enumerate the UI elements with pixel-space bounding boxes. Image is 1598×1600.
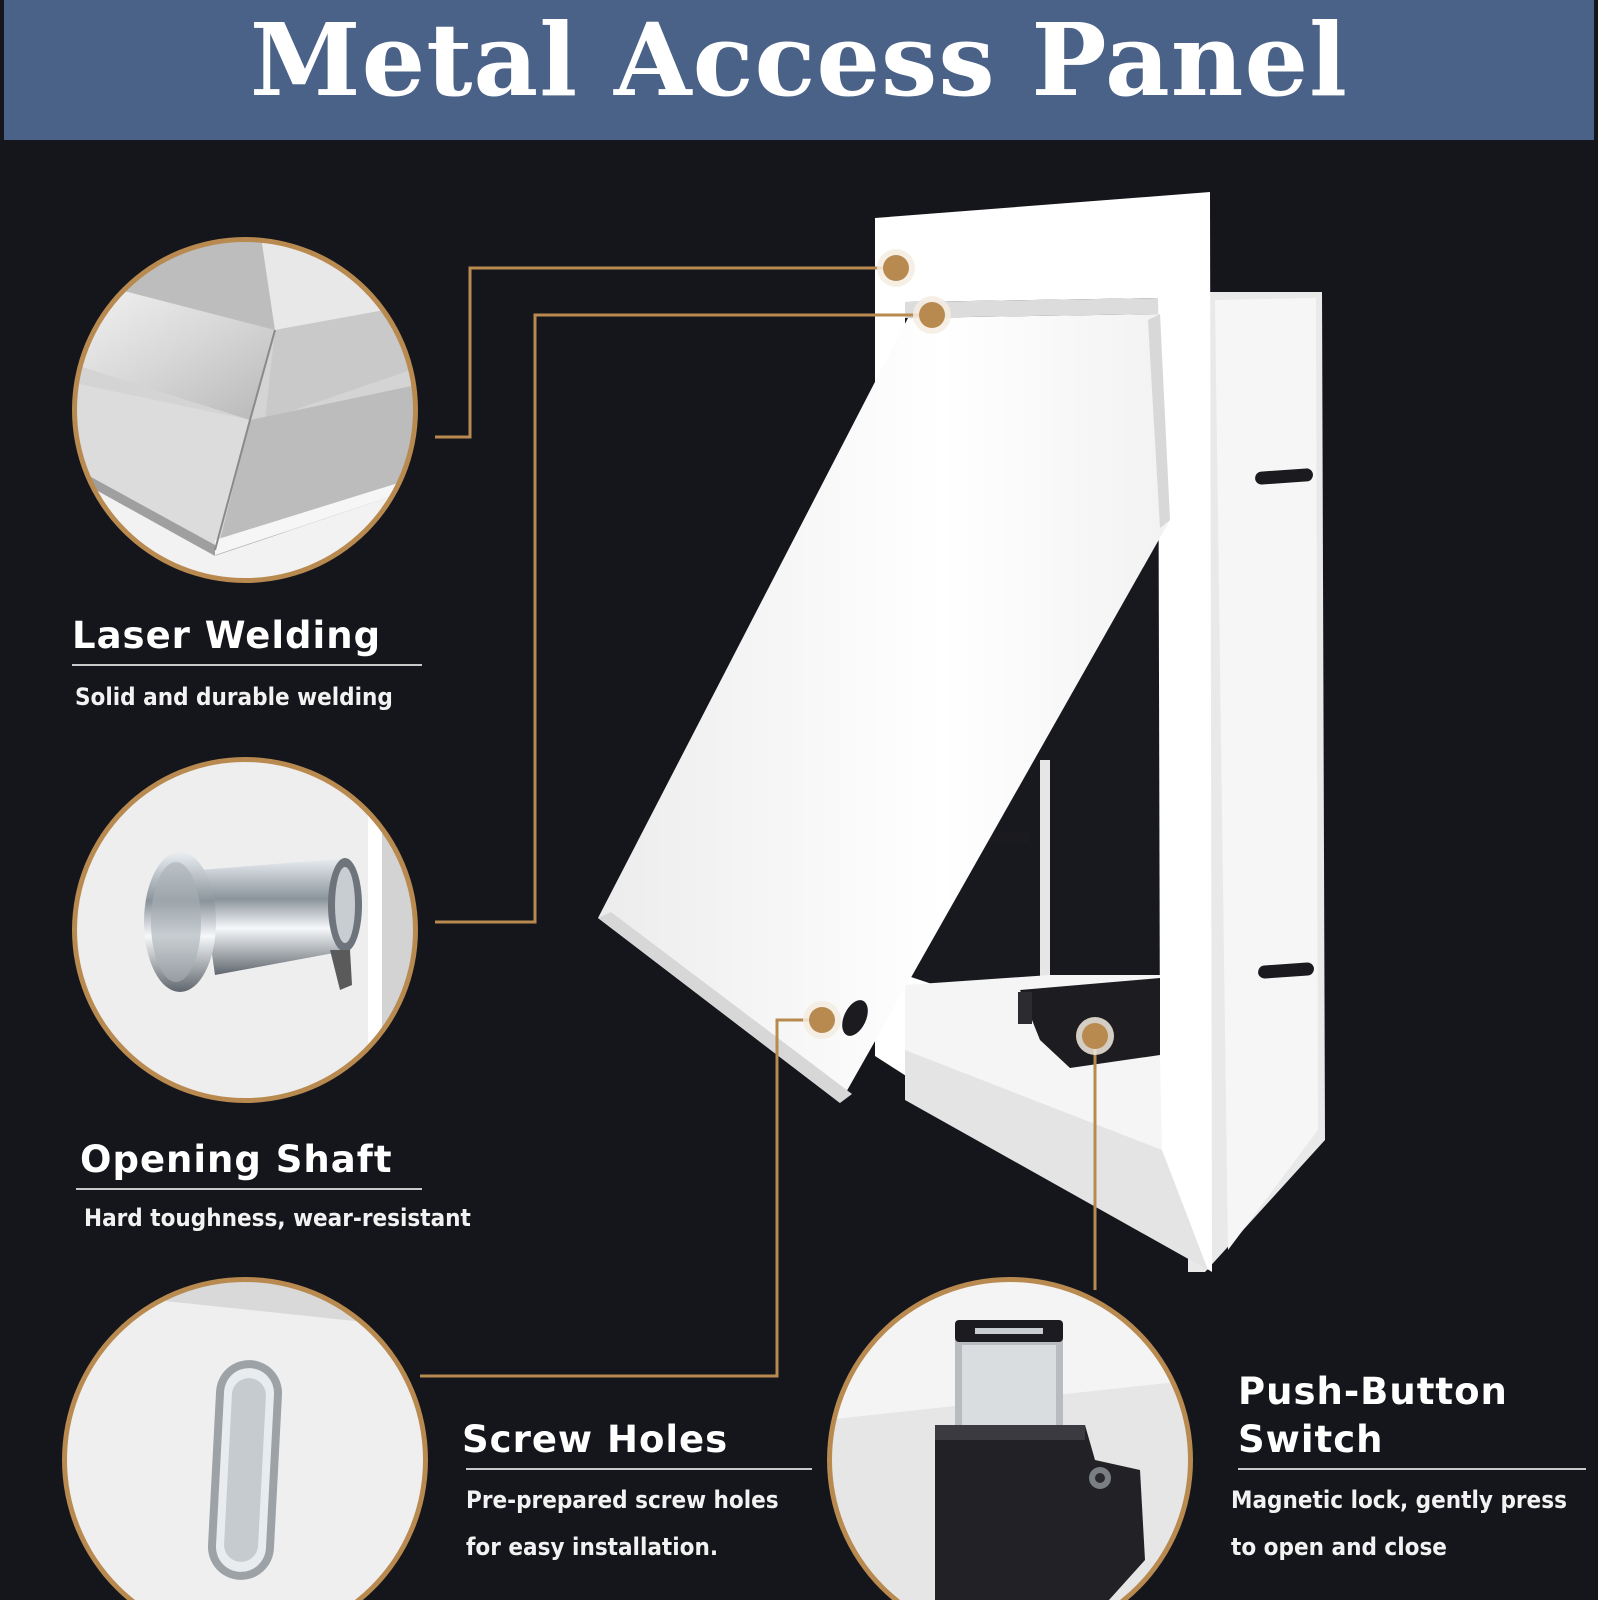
feature-title-opening-shaft: Opening Shaft bbox=[80, 1138, 393, 1181]
frame-inner-edge bbox=[905, 298, 1158, 318]
feature-title-screw-holes: Screw Holes bbox=[462, 1418, 729, 1461]
box-right-face bbox=[1215, 298, 1318, 1250]
divider bbox=[1238, 1468, 1586, 1470]
hinge-pin-closeup-icon bbox=[72, 757, 418, 1103]
callout-line-shaft bbox=[435, 313, 932, 924]
divider bbox=[72, 664, 422, 666]
access-panel-frame bbox=[598, 192, 1325, 1272]
callout-dots bbox=[803, 249, 1114, 1055]
divider bbox=[466, 1468, 812, 1470]
callout-line-welding bbox=[435, 266, 894, 439]
divider bbox=[76, 1188, 422, 1190]
feature-desc-laser-welding: Solid and durable welding bbox=[75, 683, 393, 711]
latch-tab bbox=[1018, 992, 1032, 1024]
callout-dot-icon bbox=[809, 1007, 835, 1033]
callout-lines bbox=[420, 266, 1097, 1378]
mount-slot-icon bbox=[985, 832, 1030, 843]
mount-slot-icon bbox=[1258, 962, 1314, 979]
feature-title-push-button-line1: Push-Button bbox=[1238, 1370, 1508, 1413]
callout-line-screw bbox=[420, 1018, 822, 1378]
feature-desc-screw-holes-line1: Pre-prepared screw holes bbox=[466, 1486, 779, 1514]
door-screw-hole-icon bbox=[842, 1000, 868, 1036]
feature-desc-opening-shaft: Hard toughness, wear-resistant bbox=[84, 1204, 471, 1232]
callout-dot-icon bbox=[883, 255, 909, 281]
feature-desc-screw-holes-line2: for easy installation. bbox=[466, 1533, 719, 1561]
feature-title-push-button-line2: Switch bbox=[1238, 1418, 1384, 1461]
feature-desc-push-button-line1: Magnetic lock, gently press bbox=[1231, 1486, 1567, 1514]
frame-inner-wall bbox=[1040, 760, 1050, 1000]
weld-corner-closeup-icon bbox=[72, 237, 418, 583]
door-edge bbox=[598, 912, 852, 1103]
callout-dot-icon bbox=[919, 302, 945, 328]
door-side bbox=[1148, 314, 1170, 528]
frame-bottom-edge bbox=[905, 1050, 1208, 1270]
feature-title-laser-welding: Laser Welding bbox=[72, 614, 382, 657]
open-door bbox=[598, 314, 1170, 1103]
push-latch-closeup-icon bbox=[827, 1277, 1193, 1600]
title-banner: Metal Access Panel bbox=[4, 0, 1594, 140]
screw-slot-closeup-icon bbox=[62, 1277, 428, 1600]
mount-slot-icon bbox=[1255, 468, 1313, 485]
page-title: Metal Access Panel bbox=[249, 1, 1349, 119]
callout-dot-icon bbox=[1082, 1023, 1108, 1049]
feature-desc-push-button-line2: to open and close bbox=[1231, 1533, 1447, 1561]
